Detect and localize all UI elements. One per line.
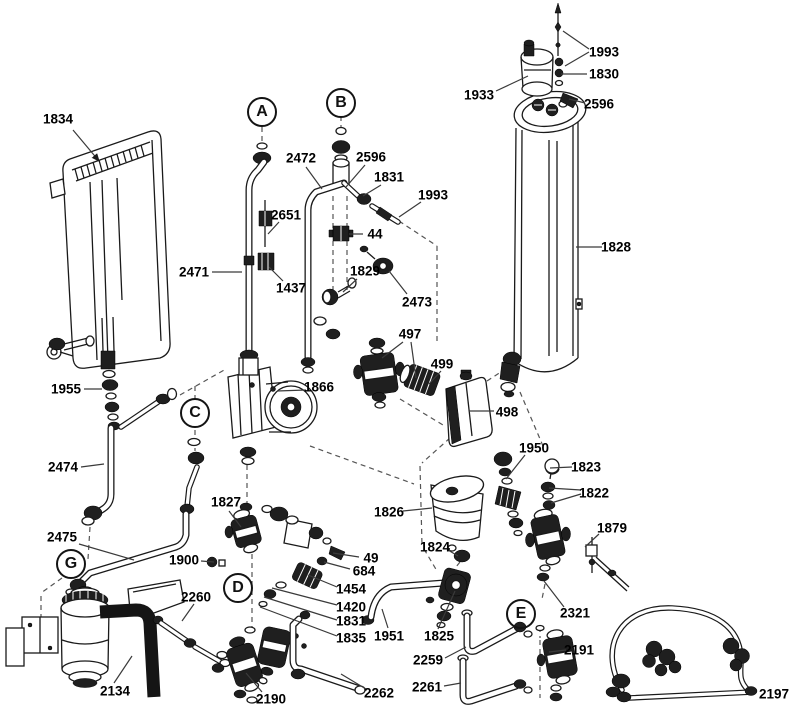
- fitting-chain-1955-drawing: [48, 316, 178, 431]
- pump-1825-drawing: [425, 567, 471, 629]
- pin-1879-drawing: [585, 537, 630, 592]
- pipe-1951-drawing: [361, 578, 461, 625]
- valve-1827-drawing: [206, 502, 262, 568]
- radiator-1834-drawing: [46, 130, 171, 369]
- manifold-parts-drawing: [258, 504, 346, 608]
- pipe-2259-drawing: [461, 609, 533, 655]
- black-elbow-2134-drawing: [99, 603, 161, 698]
- cup-1826-drawing: [429, 475, 485, 563]
- valve-group-2190-drawing: [211, 626, 307, 704]
- canister-498-drawing: [445, 369, 493, 448]
- valve-497-drawing: [353, 337, 405, 409]
- pump-1866-drawing: [227, 357, 318, 466]
- pipe-2474-drawing: [81, 424, 115, 526]
- coupler-499-drawing: [399, 364, 441, 396]
- fitting-chain-1950-drawing: [493, 451, 524, 537]
- e-axis-valves-drawing: [525, 458, 578, 702]
- pipe-frame-2472-drawing: [300, 126, 401, 374]
- filter-canister-drawing: [5, 579, 185, 688]
- pipe-2261-drawing: [457, 654, 533, 705]
- c-axis-chain-drawing: [179, 437, 205, 515]
- leader-lines: [72, 30, 602, 693]
- hose-kit-2197-drawing: [605, 605, 758, 703]
- pipe-stubs-2260-drawing: [152, 615, 231, 668]
- pipe-2471-drawing: [239, 142, 275, 369]
- tank-1828-drawing: [499, 2, 587, 398]
- pipe-2262-drawing: [289, 610, 366, 695]
